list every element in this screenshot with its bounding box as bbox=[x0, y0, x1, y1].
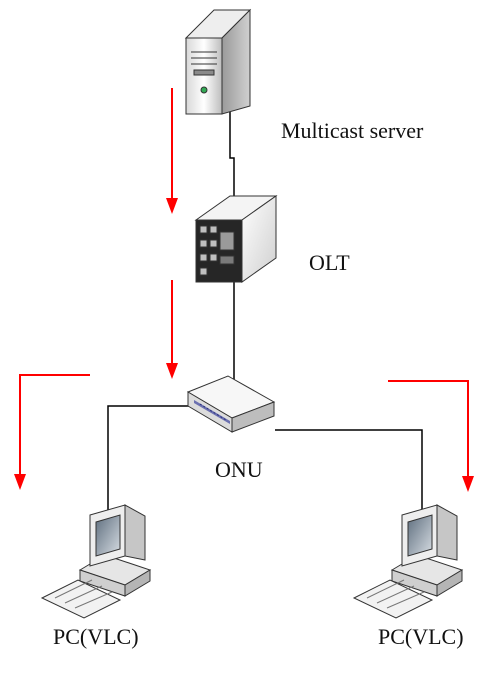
link-server-olt bbox=[229, 100, 235, 200]
olt-icon bbox=[194, 195, 278, 283]
onu-label: ONU bbox=[215, 457, 263, 482]
pc-right-label: PC(VLC) bbox=[378, 624, 464, 649]
multicast-server-icon bbox=[184, 8, 252, 115]
multicast-server-label: Multicast server bbox=[281, 118, 424, 143]
link-onu-pc-right bbox=[275, 429, 423, 522]
arrow-onu-to-pc-left bbox=[14, 374, 90, 490]
pc-left-icon bbox=[40, 504, 152, 619]
network-links bbox=[107, 100, 423, 545]
olt-label: OLT bbox=[309, 250, 350, 275]
onu-icon bbox=[186, 375, 276, 433]
flow-arrows bbox=[14, 88, 474, 492]
arrow-onu-to-pc-right bbox=[388, 380, 474, 492]
arrow-olt-to-onu bbox=[166, 280, 178, 379]
arrow-server-to-olt bbox=[166, 88, 178, 214]
link-onu-pc-left bbox=[107, 405, 190, 545]
pc-right-icon bbox=[352, 504, 464, 619]
pc-left-label: PC(VLC) bbox=[53, 624, 139, 649]
